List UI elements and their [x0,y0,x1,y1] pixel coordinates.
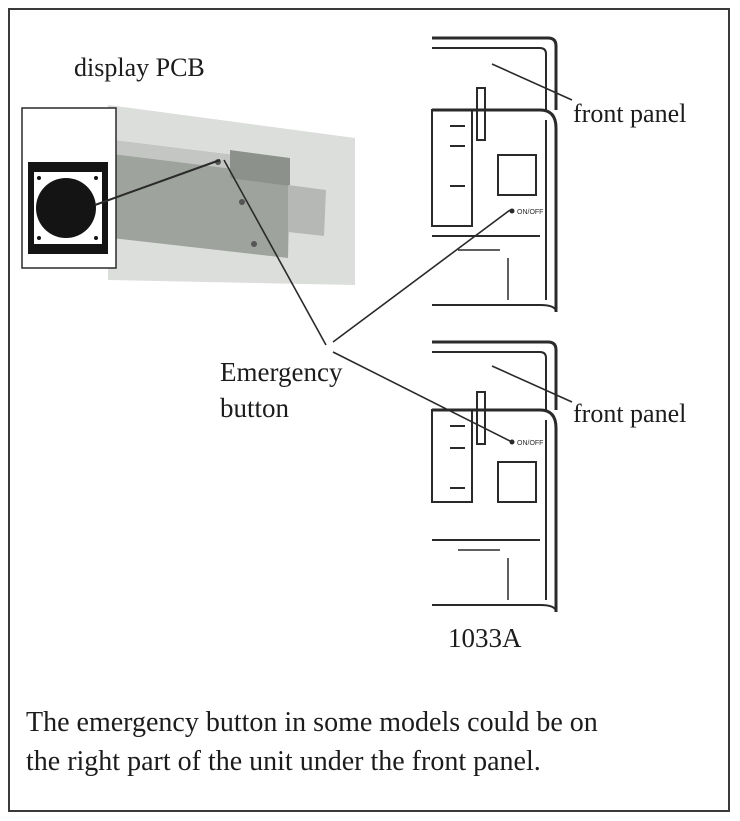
emergency-label-line1: Emergency [220,357,343,387]
onoff-dot-top [509,208,515,214]
unit-bottom-ticks [450,425,465,489]
onoff-dot-bottom [509,439,515,445]
onoff-text-bottom: ON/OFF [517,440,543,447]
display-pcb-label: display PCB [74,53,205,82]
front-panel-label-top: front panel [573,99,687,128]
caption-line-2: the right part of the unit under the fro… [26,746,541,777]
caption-line-1: The emergency button in some models coul… [26,707,598,738]
leader-lines [223,63,573,442]
front-panel-label-bottom: front panel [573,399,687,428]
onoff-text-top: ON/OFF [517,209,543,216]
model-label: 1033A [448,623,522,653]
unit-top-ticks [450,125,465,187]
display-pcb-inset [21,107,117,269]
unit-bottom [431,340,558,613]
display-pcb-photo [108,105,355,285]
emergency-label-line2: button [220,393,290,423]
caption: The emergency button in some models coul… [26,703,726,781]
pcb-leader-line [94,159,221,206]
unit-top [431,36,558,313]
